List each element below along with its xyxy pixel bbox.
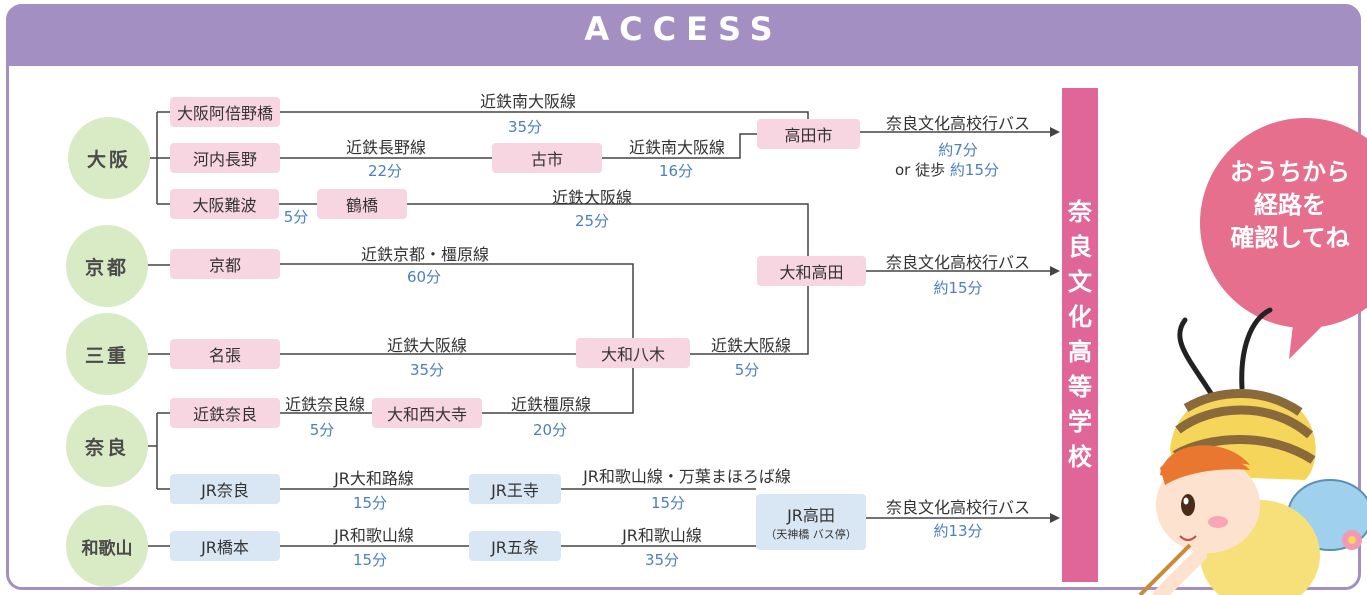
bus-label-2: 奈良文化高校行バス — [885, 253, 1031, 272]
route-label: 近鉄奈良線 — [284, 395, 366, 414]
station-jr-gojo: JR五条 — [469, 531, 561, 561]
route-time: 16分 — [658, 162, 694, 180]
station-furuichi: 古市 — [492, 143, 602, 173]
bubble-line-3: 確認してね — [1230, 224, 1350, 252]
route-label: 近鉄南大阪線 — [628, 138, 726, 157]
station-jr-takada: JR高田 （天神橋 バス停） — [756, 494, 866, 550]
school-char: 等 — [1068, 373, 1092, 401]
route-time: 22分 — [367, 162, 403, 180]
bubble-line-1: おうちから — [1230, 158, 1350, 186]
bus-time-2: 約15分 — [933, 279, 983, 297]
route-time: 35分 — [644, 551, 680, 569]
station-yamato-saidaiji: 大和西大寺 — [372, 398, 482, 428]
route-time: 35分 — [409, 361, 445, 379]
route-label: 近鉄橿原線 — [510, 395, 592, 414]
origin-wakayama: 和歌山 — [66, 505, 148, 587]
speech-bubble — [1200, 118, 1367, 328]
route-label: 近鉄大阪線 — [386, 336, 468, 355]
school-char: 文 — [1068, 268, 1092, 296]
route-label: 近鉄南大阪線 — [479, 92, 577, 111]
station-nabari: 名張 — [170, 339, 280, 369]
route-label: JR大和路線 — [334, 469, 414, 488]
origin-mie: 三重 — [66, 313, 148, 395]
route-time: 15分 — [650, 494, 686, 512]
station-yamato-takada: 大和高田 — [757, 256, 866, 286]
station-jr-nara: JR奈良 — [170, 474, 280, 504]
school-char: 化 — [1068, 303, 1092, 331]
walk-time: 約15分 — [949, 161, 999, 179]
bubble-line-2: 経路を — [1254, 191, 1326, 219]
station-jr-oji: JR王寺 — [469, 474, 561, 504]
route-label: JR和歌山線 — [334, 526, 414, 545]
route-label: 近鉄大阪線 — [551, 188, 633, 207]
station-jr-takada-label: JR高田 — [787, 506, 835, 525]
origin-wakayama-label: 和歌山 — [81, 538, 133, 559]
school-char: 校 — [1068, 443, 1092, 471]
school-char: 良 — [1068, 233, 1092, 261]
route-label: 近鉄大阪線 — [710, 336, 792, 355]
school-char: 奈 — [1068, 198, 1092, 226]
walk-prefix: or 徒歩 — [895, 161, 946, 179]
route-label: 近鉄京都・橿原線 — [360, 245, 490, 264]
station-osaka-namba: 大阪難波 — [170, 189, 279, 219]
route-time: 5分 — [734, 361, 760, 379]
school-char: 高 — [1068, 338, 1092, 366]
header-bar — [6, 4, 1361, 66]
route-time: 15分 — [352, 494, 388, 512]
bus-time-1: 約7分 — [938, 141, 978, 159]
speech-bubble-text: おうちから 経路を 確認してね — [1205, 156, 1367, 255]
route-label: JR和歌山線 — [622, 526, 702, 545]
school-char: 学 — [1068, 408, 1092, 436]
school-destination-bar: 奈 良 文 化 高 等 学 校 — [1062, 88, 1098, 582]
bus-label-3: 奈良文化高校行バス — [885, 498, 1031, 517]
route-time: 5分 — [309, 421, 335, 439]
bus-label-1: 奈良文化高校行バス — [885, 114, 1031, 133]
origin-mie-label: 三重 — [84, 344, 129, 367]
bee-mascot-illustration — [1138, 307, 1367, 595]
route-time: 5分 — [283, 208, 309, 226]
station-jr-takada-sub: （天神橋 バス停） — [765, 528, 857, 541]
origin-osaka-label: 大阪 — [86, 148, 131, 171]
origin-kyoto-label: 京都 — [84, 256, 129, 279]
station-kawachi-nagano: 河内長野 — [170, 143, 280, 173]
station-kintetsu-nara: 近鉄奈良 — [170, 398, 280, 428]
origin-nara: 奈良 — [66, 405, 148, 487]
station-takadashi: 高田市 — [757, 119, 860, 149]
origin-osaka: 大阪 — [68, 117, 150, 199]
route-time: 25分 — [574, 212, 610, 230]
route-time: 15分 — [352, 551, 388, 569]
route-time: 20分 — [532, 421, 568, 439]
bus-time-3: 約13分 — [933, 522, 983, 540]
page-title: ACCESS — [584, 10, 783, 48]
station-tsuruhashi: 鶴橋 — [317, 189, 407, 219]
route-time: 35分 — [507, 118, 543, 136]
station-yamato-yagi: 大和八木 — [576, 338, 690, 368]
origin-nara-label: 奈良 — [84, 436, 129, 459]
walk-note: or 徒歩 約15分 — [895, 159, 999, 180]
origin-kyoto: 京都 — [66, 225, 148, 307]
route-label: 近鉄長野線 — [345, 138, 427, 157]
route-label: JR和歌山線・万葉まほろば線 — [583, 467, 791, 486]
station-osaka-abeno: 大阪阿倍野橋 — [170, 97, 280, 127]
route-time: 60分 — [406, 268, 442, 286]
station-kyoto: 京都 — [170, 249, 280, 279]
station-jr-hashimoto: JR橋本 — [170, 531, 280, 561]
